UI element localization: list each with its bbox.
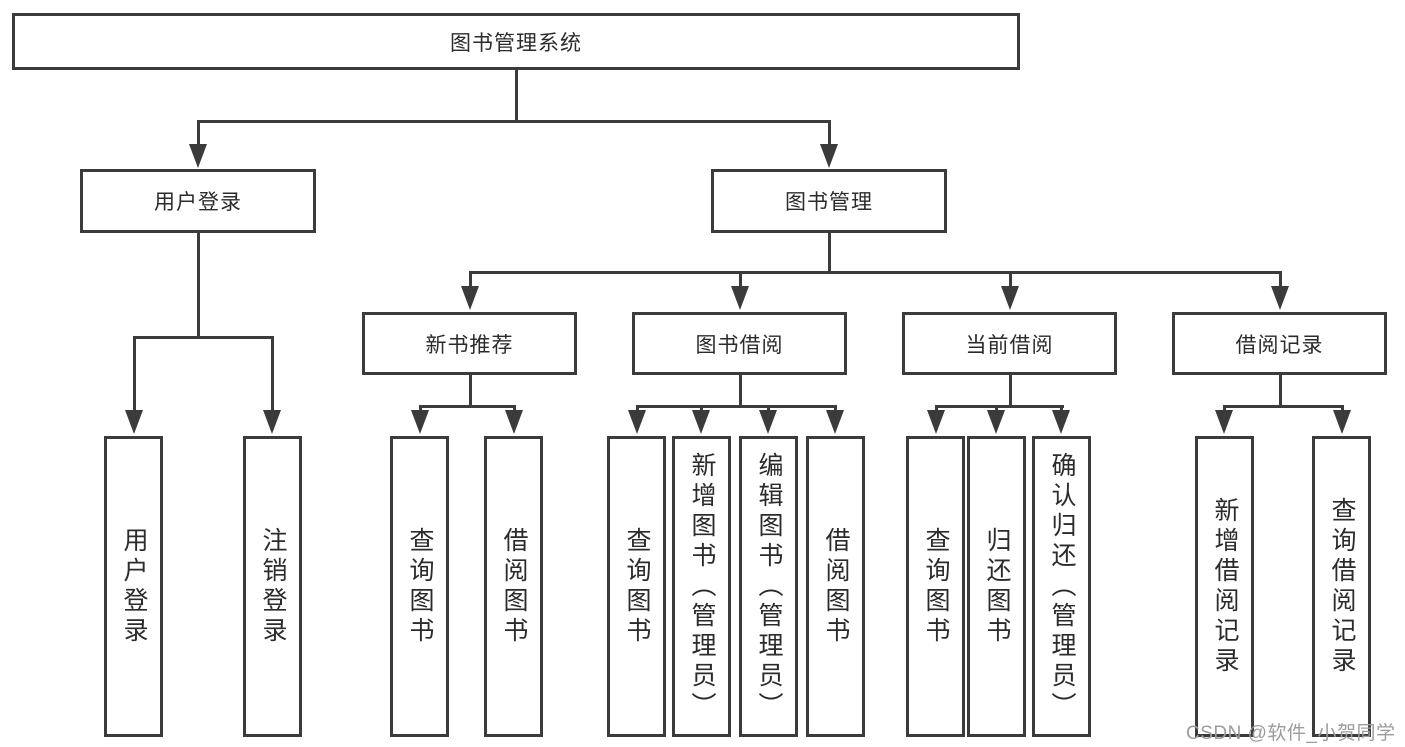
arrow-down-icon (411, 410, 429, 434)
connector-line (935, 405, 1064, 408)
leaf-return-books: 归还图书 (967, 436, 1026, 737)
connector-line (1009, 271, 1012, 288)
arrow-down-icon (263, 410, 281, 434)
arrow-down-icon (1215, 410, 1233, 434)
csdn-watermark: CSDN @软件_小贺同学 (1186, 723, 1396, 744)
connector-line (1279, 271, 1282, 288)
connector-line (197, 120, 831, 123)
node-current-borrow: 当前借阅 (902, 312, 1117, 375)
leaf-borrow-books: 借阅图书 (806, 436, 865, 737)
connector-line (1009, 375, 1012, 408)
arrow-down-icon (731, 286, 749, 310)
arrow-down-icon (759, 410, 777, 434)
arrow-down-icon (987, 410, 1005, 434)
arrow-down-icon (189, 144, 207, 168)
arrow-down-icon (1052, 410, 1070, 434)
node-book-borrow: 图书借阅 (632, 312, 847, 375)
arrow-down-icon (927, 410, 945, 434)
connector-line (419, 405, 516, 408)
arrow-down-icon (1001, 286, 1019, 310)
connector-line (1279, 375, 1282, 408)
connector-line (1223, 405, 1344, 408)
leaf-query-books-current: 查询图书 (906, 436, 965, 737)
connector-line (739, 375, 742, 408)
connector-line (133, 336, 274, 339)
node-borrow-records: 借阅记录 (1172, 312, 1387, 375)
leaf-user-login: 用户登录 (104, 436, 163, 737)
arrow-down-icon (826, 410, 844, 434)
arrow-down-icon (820, 144, 838, 168)
connector-line (739, 271, 742, 288)
leaf-confirm-return-admin: 确认归还（管理员） (1032, 436, 1091, 737)
leaf-edit-books-admin: 编辑图书（管理员） (739, 436, 798, 737)
connector-line (636, 405, 837, 408)
connector-line (469, 271, 472, 288)
connector-line (133, 336, 136, 412)
connector-line (828, 120, 831, 146)
connector-line (271, 336, 274, 412)
connector-line (469, 271, 1282, 274)
arrow-down-icon (505, 410, 523, 434)
leaf-query-books-recommend: 查询图书 (390, 436, 449, 737)
connector-line (197, 233, 200, 339)
connector-line (828, 233, 831, 274)
connector-line (197, 120, 200, 146)
leaf-query-books-borrow: 查询图书 (607, 436, 666, 737)
node-new-book-recommend: 新书推荐 (362, 312, 577, 375)
arrow-down-icon (1271, 286, 1289, 310)
connector-line (515, 70, 518, 120)
arrow-down-icon (628, 410, 646, 434)
arrow-down-icon (461, 286, 479, 310)
connector-line (469, 375, 472, 408)
leaf-add-books-admin: 新增图书（管理员） (672, 436, 731, 737)
leaf-query-borrow-record: 查询借阅记录 (1312, 436, 1371, 737)
leaf-logout: 注销登录 (243, 436, 302, 737)
leaf-borrow-books-recommend: 借阅图书 (484, 436, 543, 737)
node-root: 图书管理系统 (12, 13, 1020, 70)
leaf-add-borrow-record: 新增借阅记录 (1195, 436, 1254, 737)
arrow-down-icon (1333, 410, 1351, 434)
node-book-management: 图书管理 (711, 169, 947, 233)
arrow-down-icon (125, 410, 143, 434)
arrow-down-icon (692, 410, 710, 434)
node-user-login: 用户登录 (80, 169, 316, 233)
